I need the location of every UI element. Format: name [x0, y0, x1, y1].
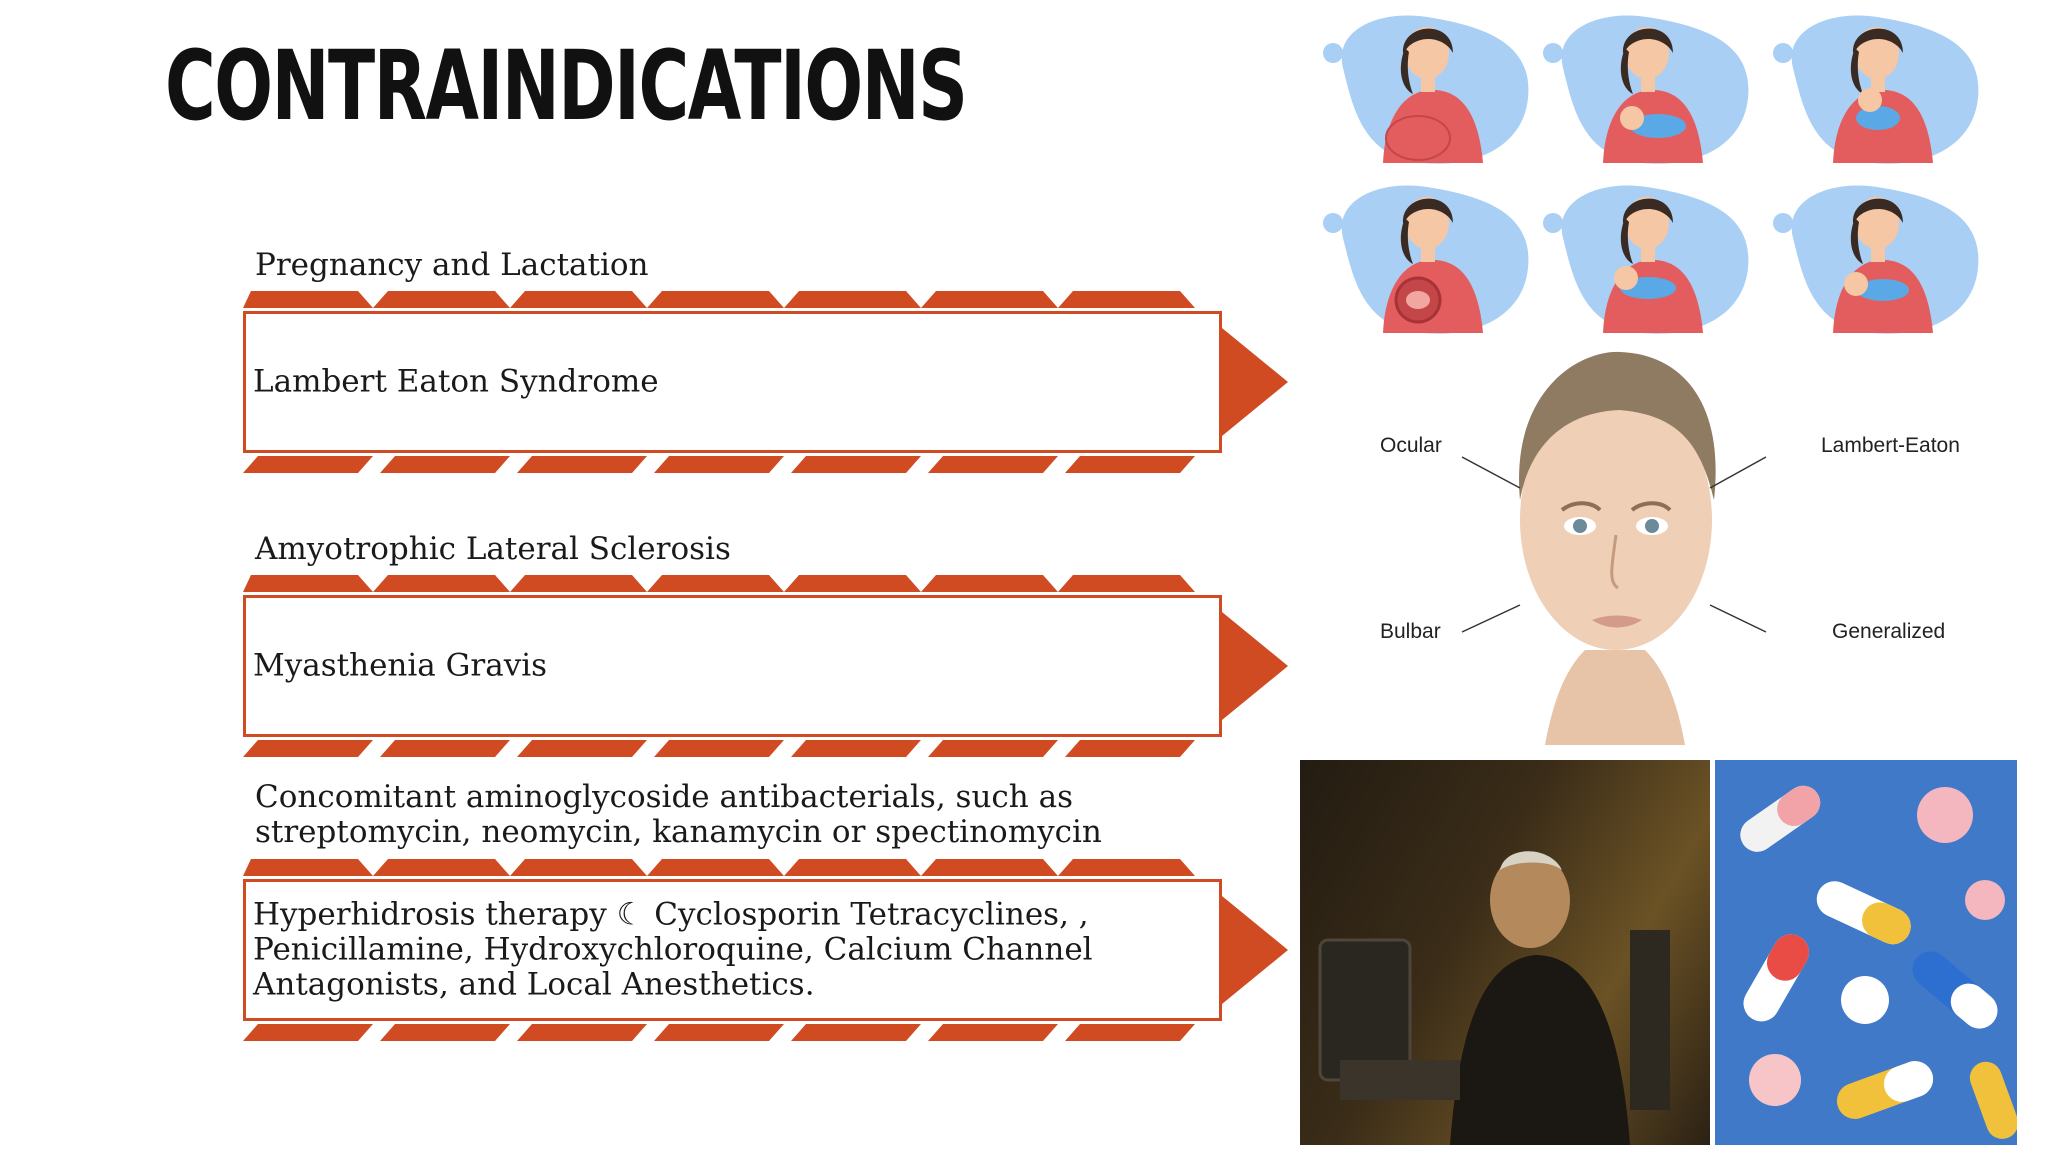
stripe-bottom-3 [243, 1024, 1195, 1041]
face-label-lambert-eaton: Lambert-Eaton [1821, 434, 1960, 457]
label-line-1: Concomitant aminoglycoside antibacterial… [255, 779, 1073, 815]
arrow-block-3: Hyperhidrosis therapy ☾ Cyclosporin Tetr… [243, 859, 1288, 1044]
arrow-block-1: Lambert Eaton Syndrome [243, 291, 1288, 476]
box-text-lambert-eaton: Lambert Eaton Syndrome [253, 363, 659, 400]
pregnancy-lactation-illustrations [1318, 8, 1990, 338]
face-label-bulbar: Bulbar [1380, 620, 1441, 643]
content-box-2: Myasthenia Gravis [243, 595, 1222, 737]
stripe-top-2 [243, 575, 1195, 592]
box-text-drugs: Hyperhidrosis therapy ☾ Cyclosporin Tetr… [253, 896, 1189, 1003]
label-line-2: streptomycin, neomycin, kanamycin or spe… [255, 814, 1102, 850]
face-photo-icon [1461, 351, 1767, 745]
arrow-head-3 [1222, 896, 1288, 1004]
pills-photo [1715, 760, 2017, 1145]
myasthenia-face-diagram: Ocular Lambert-Eaton Bulbar Generalized [1380, 350, 1980, 745]
stripe-bottom-1 [243, 456, 1195, 473]
wheelchair-photo-icon [1318, 851, 1670, 1145]
content-box-1: Lambert Eaton Syndrome [243, 311, 1222, 453]
box-line-1: Hyperhidrosis therapy ☾ Cyclosporin Tetr… [253, 896, 1089, 933]
slide-title: CONTRAINDICATIONS [165, 30, 968, 142]
stripe-top-1 [243, 291, 1195, 308]
mother-illustration-icon [1323, 15, 1979, 334]
als-photo [1300, 760, 1710, 1145]
stripe-top-3 [243, 859, 1195, 876]
item-label-pregnancy: Pregnancy and Lactation [255, 247, 649, 283]
stripe-bottom-2 [243, 740, 1195, 757]
arrow-head-1 [1222, 328, 1288, 436]
box-line-3: Antagonists, and Local Anesthetics. [253, 966, 815, 1003]
arrow-head-2 [1222, 612, 1288, 720]
arrow-block-2: Myasthenia Gravis [243, 575, 1288, 760]
face-label-generalized: Generalized [1832, 620, 1946, 643]
face-label-ocular: Ocular [1380, 434, 1442, 457]
item-label-als: Amyotrophic Lateral Sclerosis [255, 531, 731, 567]
pills-icon [1740, 785, 2017, 1139]
item-label-aminoglycoside: Concomitant aminoglycoside antibacterial… [255, 780, 1102, 850]
box-text-myasthenia: Myasthenia Gravis [253, 647, 548, 684]
box-line-2: Penicillamine, Hydroxychloroquine, Calci… [253, 931, 1093, 968]
content-box-3: Hyperhidrosis therapy ☾ Cyclosporin Tetr… [243, 879, 1222, 1021]
